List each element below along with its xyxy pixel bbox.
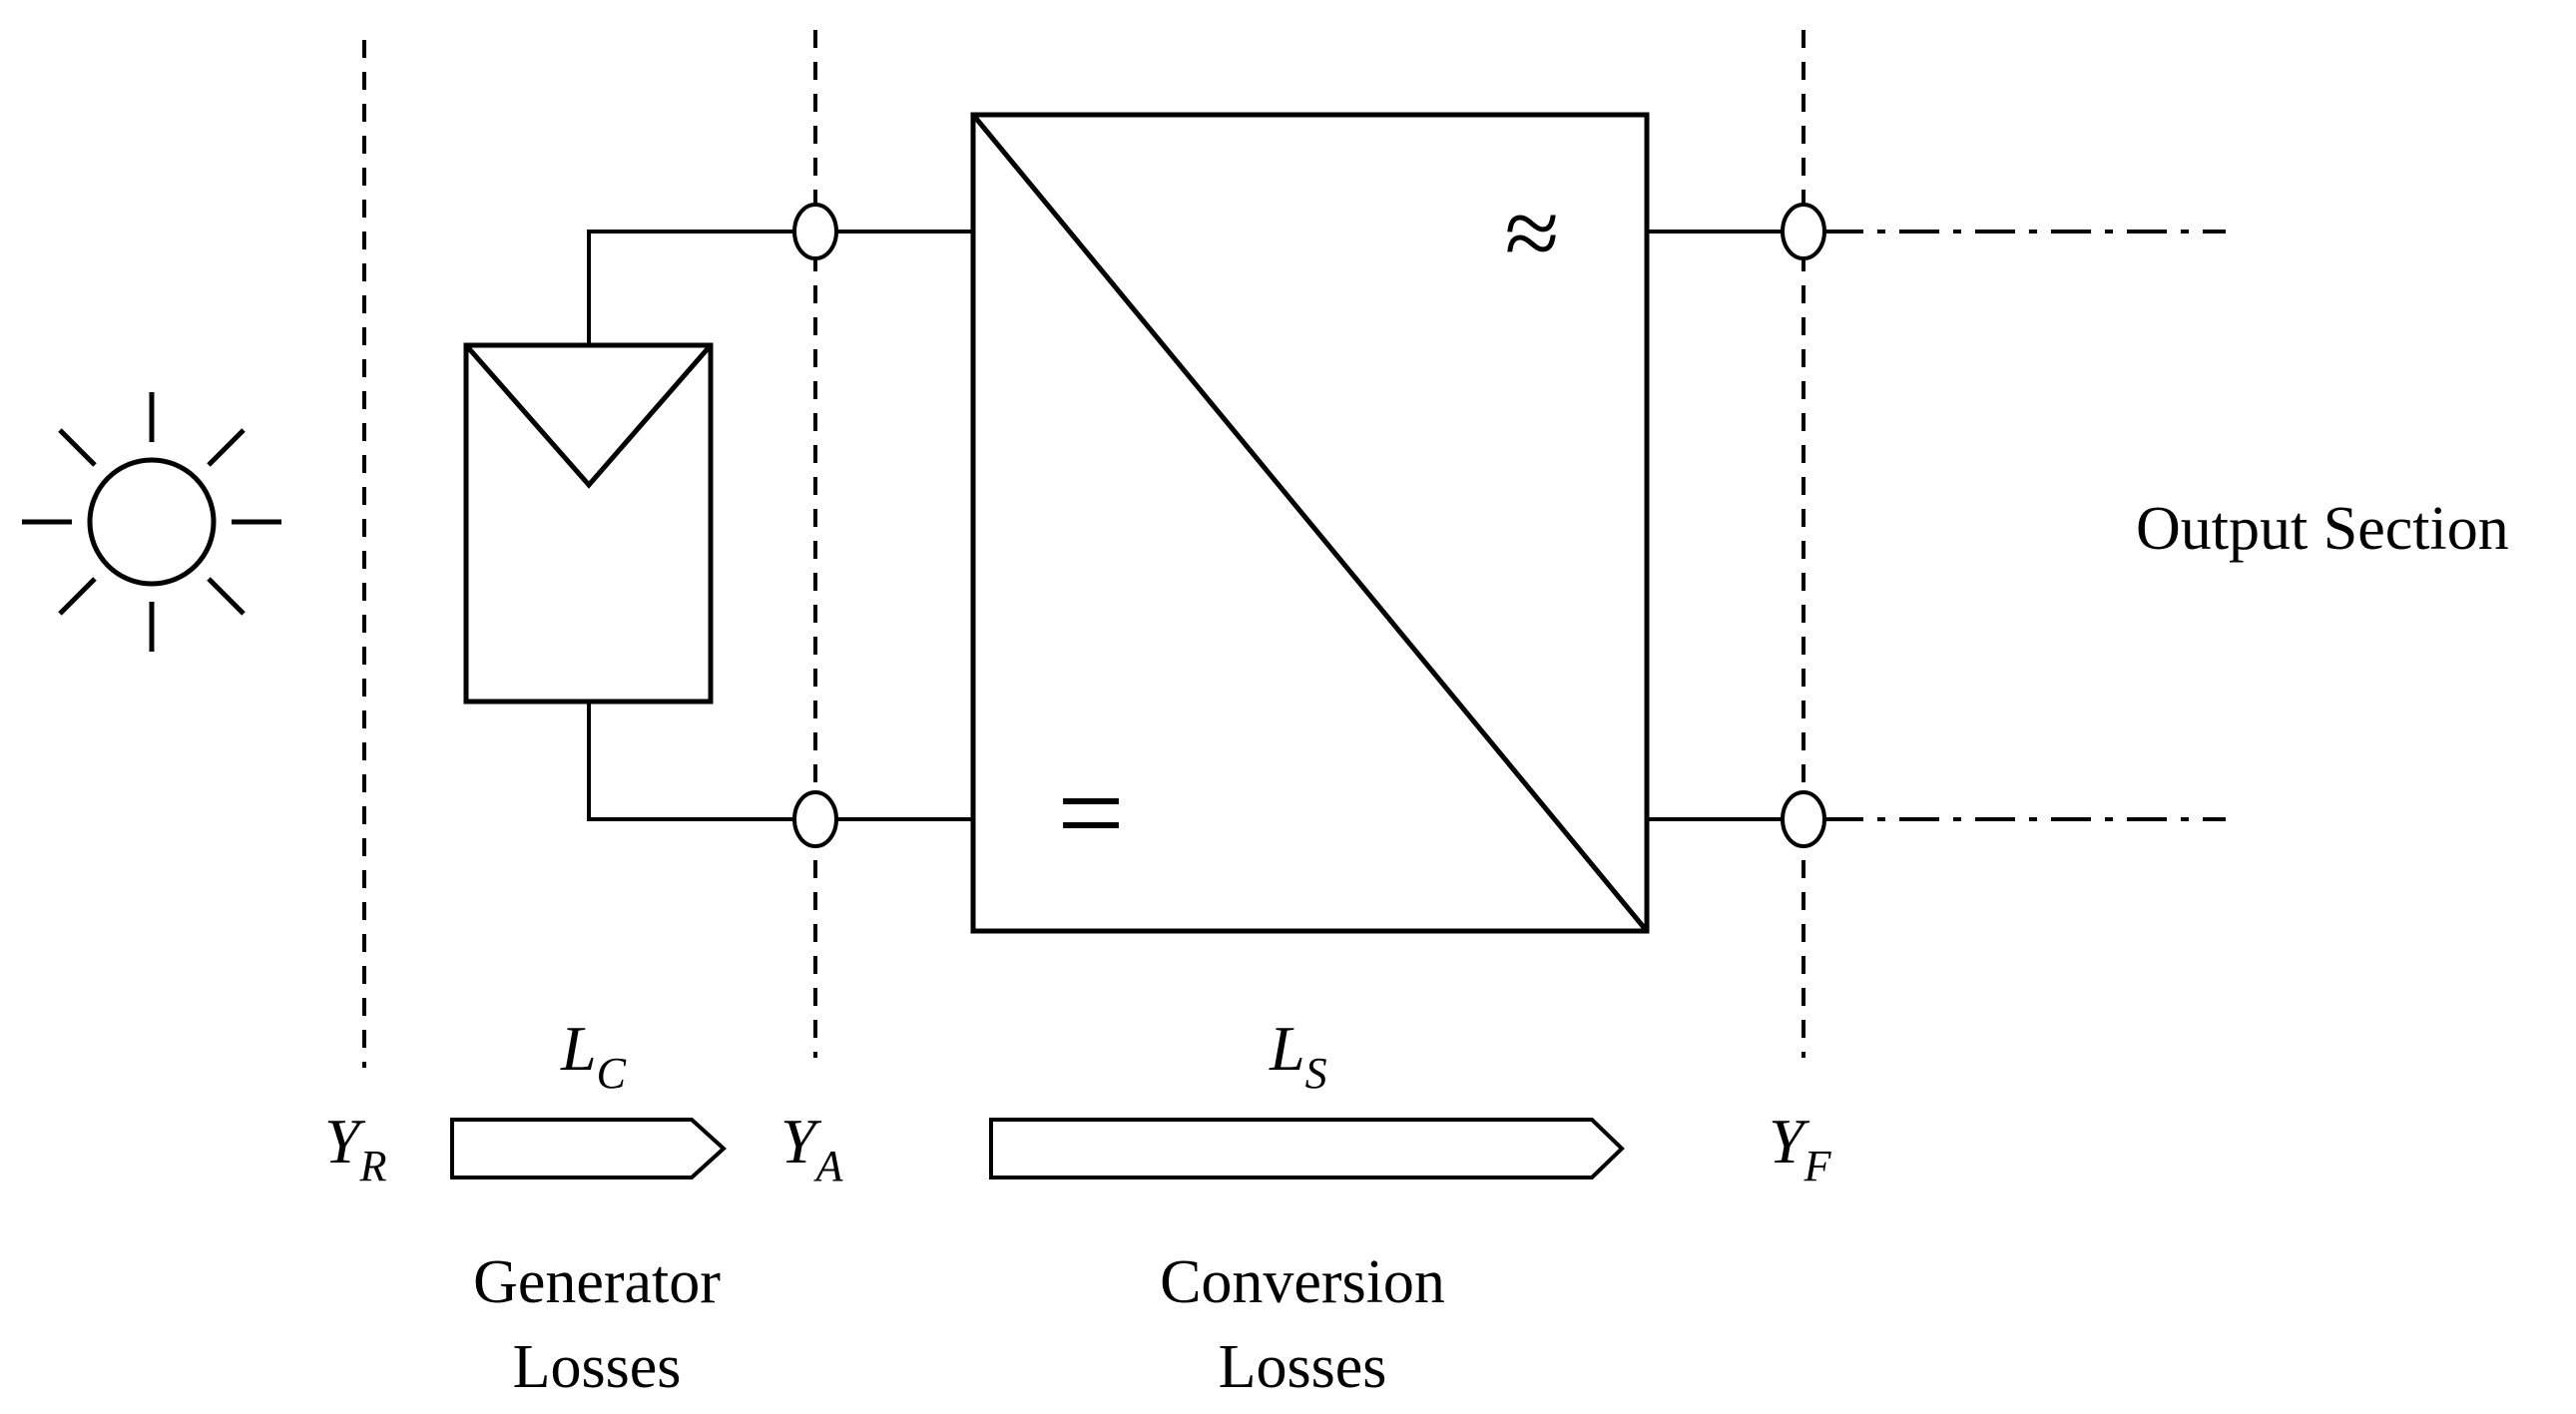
capture-loss-label: LC (560, 1013, 627, 1098)
conversion-losses-line1: Conversion (1160, 1248, 1445, 1316)
output-lines (1823, 230, 2226, 821)
array-terminal-top (792, 203, 838, 260)
system-loss-label: LS (1269, 1013, 1327, 1098)
ac-wiring (1647, 230, 1784, 821)
final-yield-label: YF (1769, 1106, 1832, 1190)
final-terminal-top (1781, 203, 1826, 260)
dc-wiring (587, 230, 973, 821)
final-terminal-bottom (1781, 790, 1826, 848)
dc-symbol: = (1057, 746, 1125, 879)
array-terminals (792, 203, 838, 848)
generator-losses-line2: Losses (513, 1333, 682, 1401)
capture-loss-arrow (450, 1118, 727, 1179)
reference-yield-label: YR (324, 1106, 387, 1190)
final-terminals (1781, 203, 1826, 848)
array-terminal-bottom (792, 790, 838, 848)
system-loss-arrow (989, 1118, 1625, 1179)
output-section-label: Output Section (2136, 495, 2509, 563)
loss-arrows (450, 1118, 1625, 1179)
inverter-icon (970, 112, 1650, 934)
sun-icon (22, 392, 281, 652)
generator-losses-line1: Generator (473, 1248, 721, 1316)
array-yield-label: YA (780, 1106, 844, 1190)
level-lines (362, 30, 1805, 1068)
ac-symbol: ≈ (1505, 178, 1560, 288)
pv-module-icon (463, 342, 714, 705)
conversion-losses-line2: Losses (1219, 1333, 1387, 1401)
